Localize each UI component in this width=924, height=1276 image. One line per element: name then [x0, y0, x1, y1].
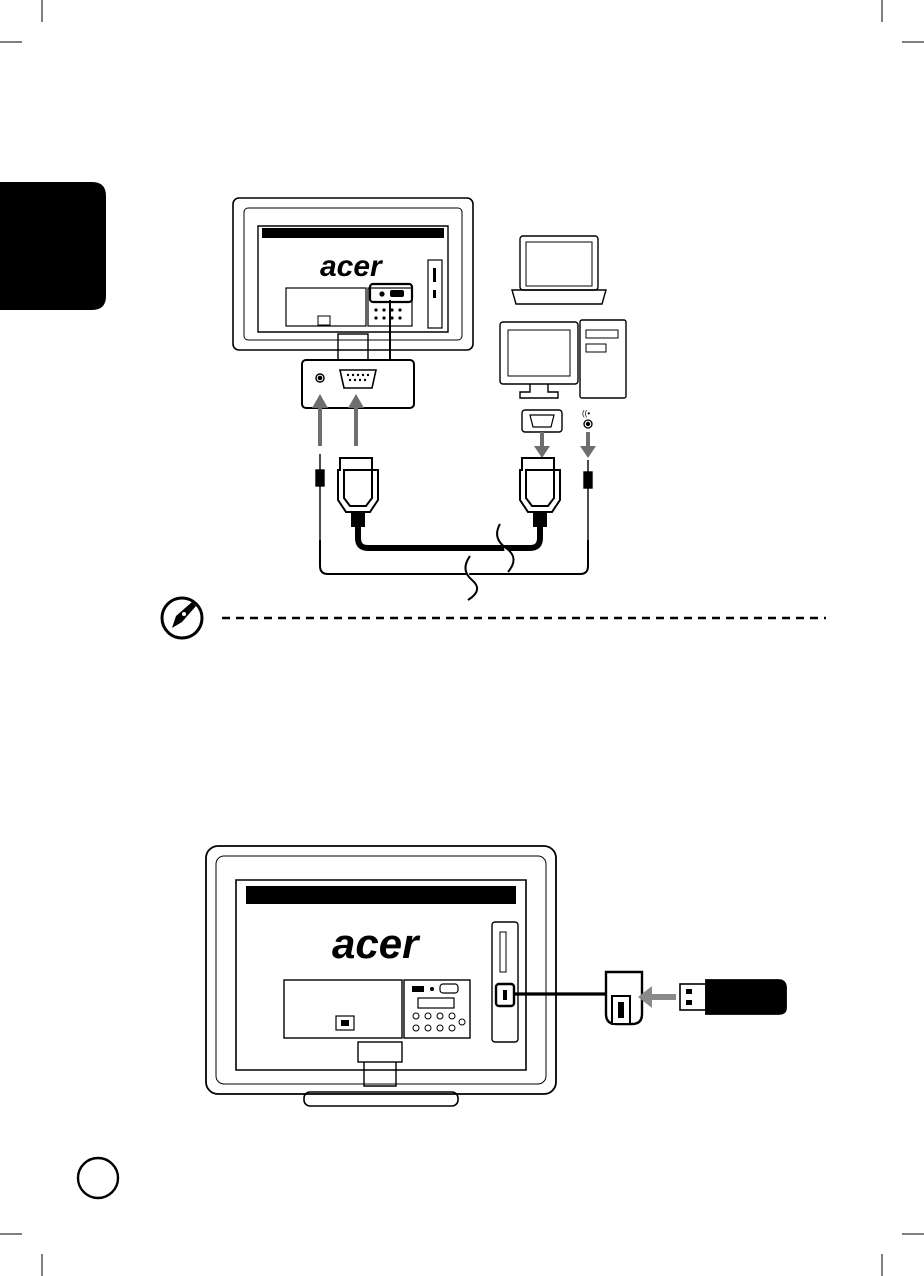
usb-flash-drive-icon [680, 980, 786, 1014]
note-pen-icon [162, 598, 202, 638]
note-block [162, 598, 826, 638]
plug-arrows-monitor [312, 394, 364, 446]
laptop-icon [512, 236, 606, 304]
desktop-pc-icon [500, 320, 626, 398]
figure-usb-connection: acer [206, 846, 786, 1106]
language-tab [0, 182, 106, 310]
vga-in-port [340, 370, 376, 388]
vga-plug-right [520, 458, 560, 526]
monitor-rear-2 [206, 846, 556, 1094]
vga-plug-left [338, 458, 378, 526]
audio-plug-right [584, 460, 592, 540]
power-socket [318, 316, 330, 325]
page-number-badge [78, 1158, 118, 1198]
pc-vga-port [522, 410, 562, 432]
vga-cable [358, 526, 540, 548]
audio-plug-left [316, 454, 324, 540]
acer-logo-2: acer [332, 920, 421, 967]
svg-text:((•: ((• [582, 409, 590, 418]
figure-pc-connection: acer [233, 198, 626, 600]
usb-insert-arrow [650, 994, 676, 1000]
acer-logo: acer [320, 250, 384, 283]
